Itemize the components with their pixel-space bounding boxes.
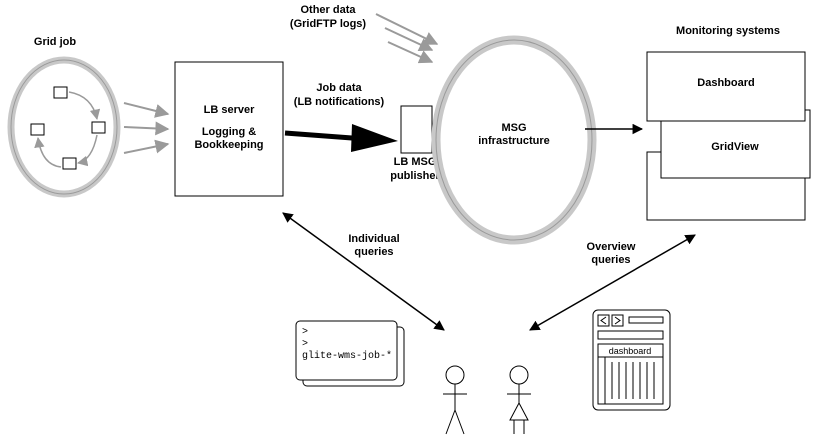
job-event-arrow (123, 102, 170, 118)
monitoring-title: Monitoring systems (676, 25, 780, 37)
job-state-box (53, 86, 68, 99)
msg-title: MSG (501, 122, 526, 134)
state-transition-arrow (76, 134, 98, 167)
terminal-command: glite-wms-job-* (302, 350, 392, 362)
overview-queries-arrow (529, 234, 696, 331)
lb-server-subtitle-1: Logging & (202, 126, 256, 138)
msg-subtitle: infrastructure (478, 135, 550, 147)
other-data-sublabel: (GridFTP logs) (290, 18, 367, 30)
user-female-icon (507, 365, 531, 434)
browser-window-icon (592, 309, 671, 411)
user-male-icon (443, 365, 467, 435)
terminal-window: > > glite-wms-job-* (295, 320, 405, 387)
job-state-box (91, 121, 106, 134)
job-data-label: Job data (316, 82, 362, 94)
gridview-label: GridView (711, 141, 759, 153)
job-event-arrow (123, 139, 170, 154)
lb-server-box (174, 61, 284, 197)
job-data-arrow-shaft (284, 130, 353, 141)
state-transition-arrow (68, 91, 101, 121)
individual-queries-arrow (282, 212, 445, 331)
job-state-box (62, 157, 77, 170)
terminal-prompt-2: > (302, 339, 308, 350)
publisher-label: LB MSG (394, 156, 437, 168)
overview-queries-sublabel: queries (591, 254, 630, 266)
lb-server-title: LB server (204, 104, 255, 116)
dashboard-label: Dashboard (697, 77, 754, 89)
other-data-arrow (387, 41, 434, 64)
publisher-sublabel: publisher (390, 170, 440, 182)
lb-msg-publisher-box (400, 105, 433, 154)
dashboard-box (646, 51, 806, 122)
terminal-prompt-1: > (302, 327, 308, 338)
other-data-label: Other data (300, 4, 356, 16)
state-transition-arrow (34, 136, 62, 168)
individual-queries-sublabel: queries (354, 246, 393, 258)
grid-job-node (7, 56, 121, 198)
job-event-arrow (123, 121, 170, 136)
grid-job-title: Grid job (34, 36, 76, 48)
overview-queries-label: Overview (587, 241, 636, 253)
individual-queries-label: Individual (348, 233, 399, 245)
job-state-box (30, 123, 45, 136)
job-data-arrow-head (351, 124, 398, 152)
other-data-arrow (384, 27, 434, 51)
job-data-sublabel: (LB notifications) (294, 96, 385, 108)
lb-server-subtitle-2: Bookkeeping (194, 139, 263, 151)
browser-tab-label: dashboard (609, 346, 652, 356)
